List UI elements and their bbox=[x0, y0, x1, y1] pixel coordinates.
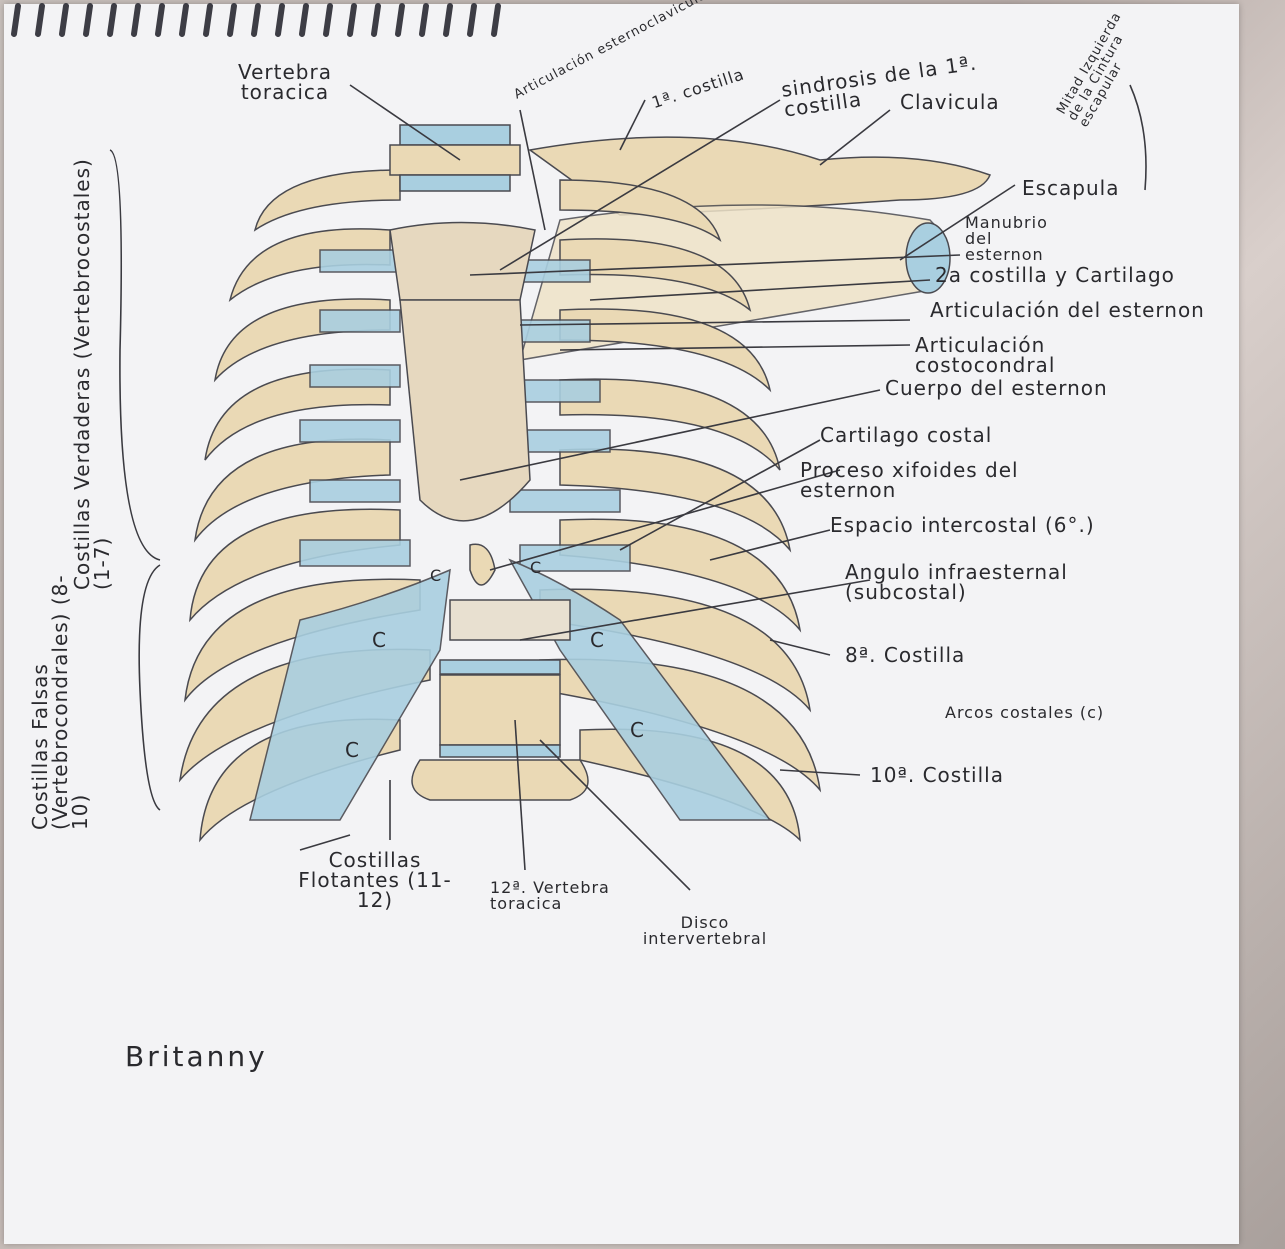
arc-letter: C bbox=[630, 720, 645, 740]
leader-10a bbox=[780, 770, 860, 775]
label-espacio-intercostal: Espacio intercostal (6°.) bbox=[830, 515, 1095, 535]
label-12a-vertebra: 12ª. Vertebra toracica bbox=[490, 880, 650, 912]
label-costillas-falsas: Costillas Falsas (Vertebrocondrales) (8-… bbox=[30, 570, 90, 830]
arc-letter: C bbox=[530, 560, 542, 576]
arc-letter: C bbox=[372, 630, 387, 650]
vertebra-top bbox=[400, 125, 510, 145]
brace-cintura bbox=[1130, 85, 1146, 190]
label-vertebra-toracica: Vertebra toracica bbox=[200, 62, 370, 102]
intervertebral-disc bbox=[440, 745, 560, 757]
label-costilla-cartilago: 2a costilla y Cartilago bbox=[935, 265, 1175, 285]
label-manubrio: Manubrio del esternon bbox=[965, 215, 1065, 263]
label-articulacion-esternon: Articulación del esternon bbox=[930, 300, 1205, 320]
arc-letter: C bbox=[430, 568, 442, 584]
label-costillas-verdaderas: Costillas Verdaderas (Vertebrocostales) … bbox=[72, 150, 112, 590]
label-arcos-costales: Arcos costales (c) bbox=[945, 705, 1104, 721]
label-8a-costilla: 8ª. Costilla bbox=[845, 645, 965, 665]
brace-falsas bbox=[139, 565, 160, 810]
label-cuerpo-esternon: Cuerpo del esternon bbox=[885, 378, 1108, 398]
xiphoid-process bbox=[470, 544, 495, 585]
label-disco-intervertebral: Disco intervertebral bbox=[640, 915, 770, 947]
arc-letter: C bbox=[345, 740, 360, 760]
label-cartilago-costal: Cartilago costal bbox=[820, 425, 992, 445]
label-articulacion-costocondral: Articulación costocondral bbox=[915, 335, 1155, 375]
brace-verdaderas bbox=[110, 150, 160, 560]
label-clavicula: Clavicula bbox=[900, 92, 1000, 112]
leader-articulacion bbox=[520, 110, 545, 230]
signature: Britanny bbox=[125, 1040, 268, 1073]
label-costillas-flotantes: Costillas Flotantes (11-12) bbox=[295, 850, 455, 910]
label-angulo-infraesternal: Angulo infraesternal (subcostal) bbox=[845, 562, 1155, 602]
label-proceso-xifoides: Proceso xifoides del esternon bbox=[800, 460, 1100, 500]
label-10a-costilla: 10ª. Costilla bbox=[870, 765, 1004, 785]
label-escapula: Escapula bbox=[1022, 178, 1120, 198]
vertebra-12 bbox=[440, 675, 560, 745]
sternum-body bbox=[400, 300, 530, 521]
arc-letter: C bbox=[590, 630, 605, 650]
